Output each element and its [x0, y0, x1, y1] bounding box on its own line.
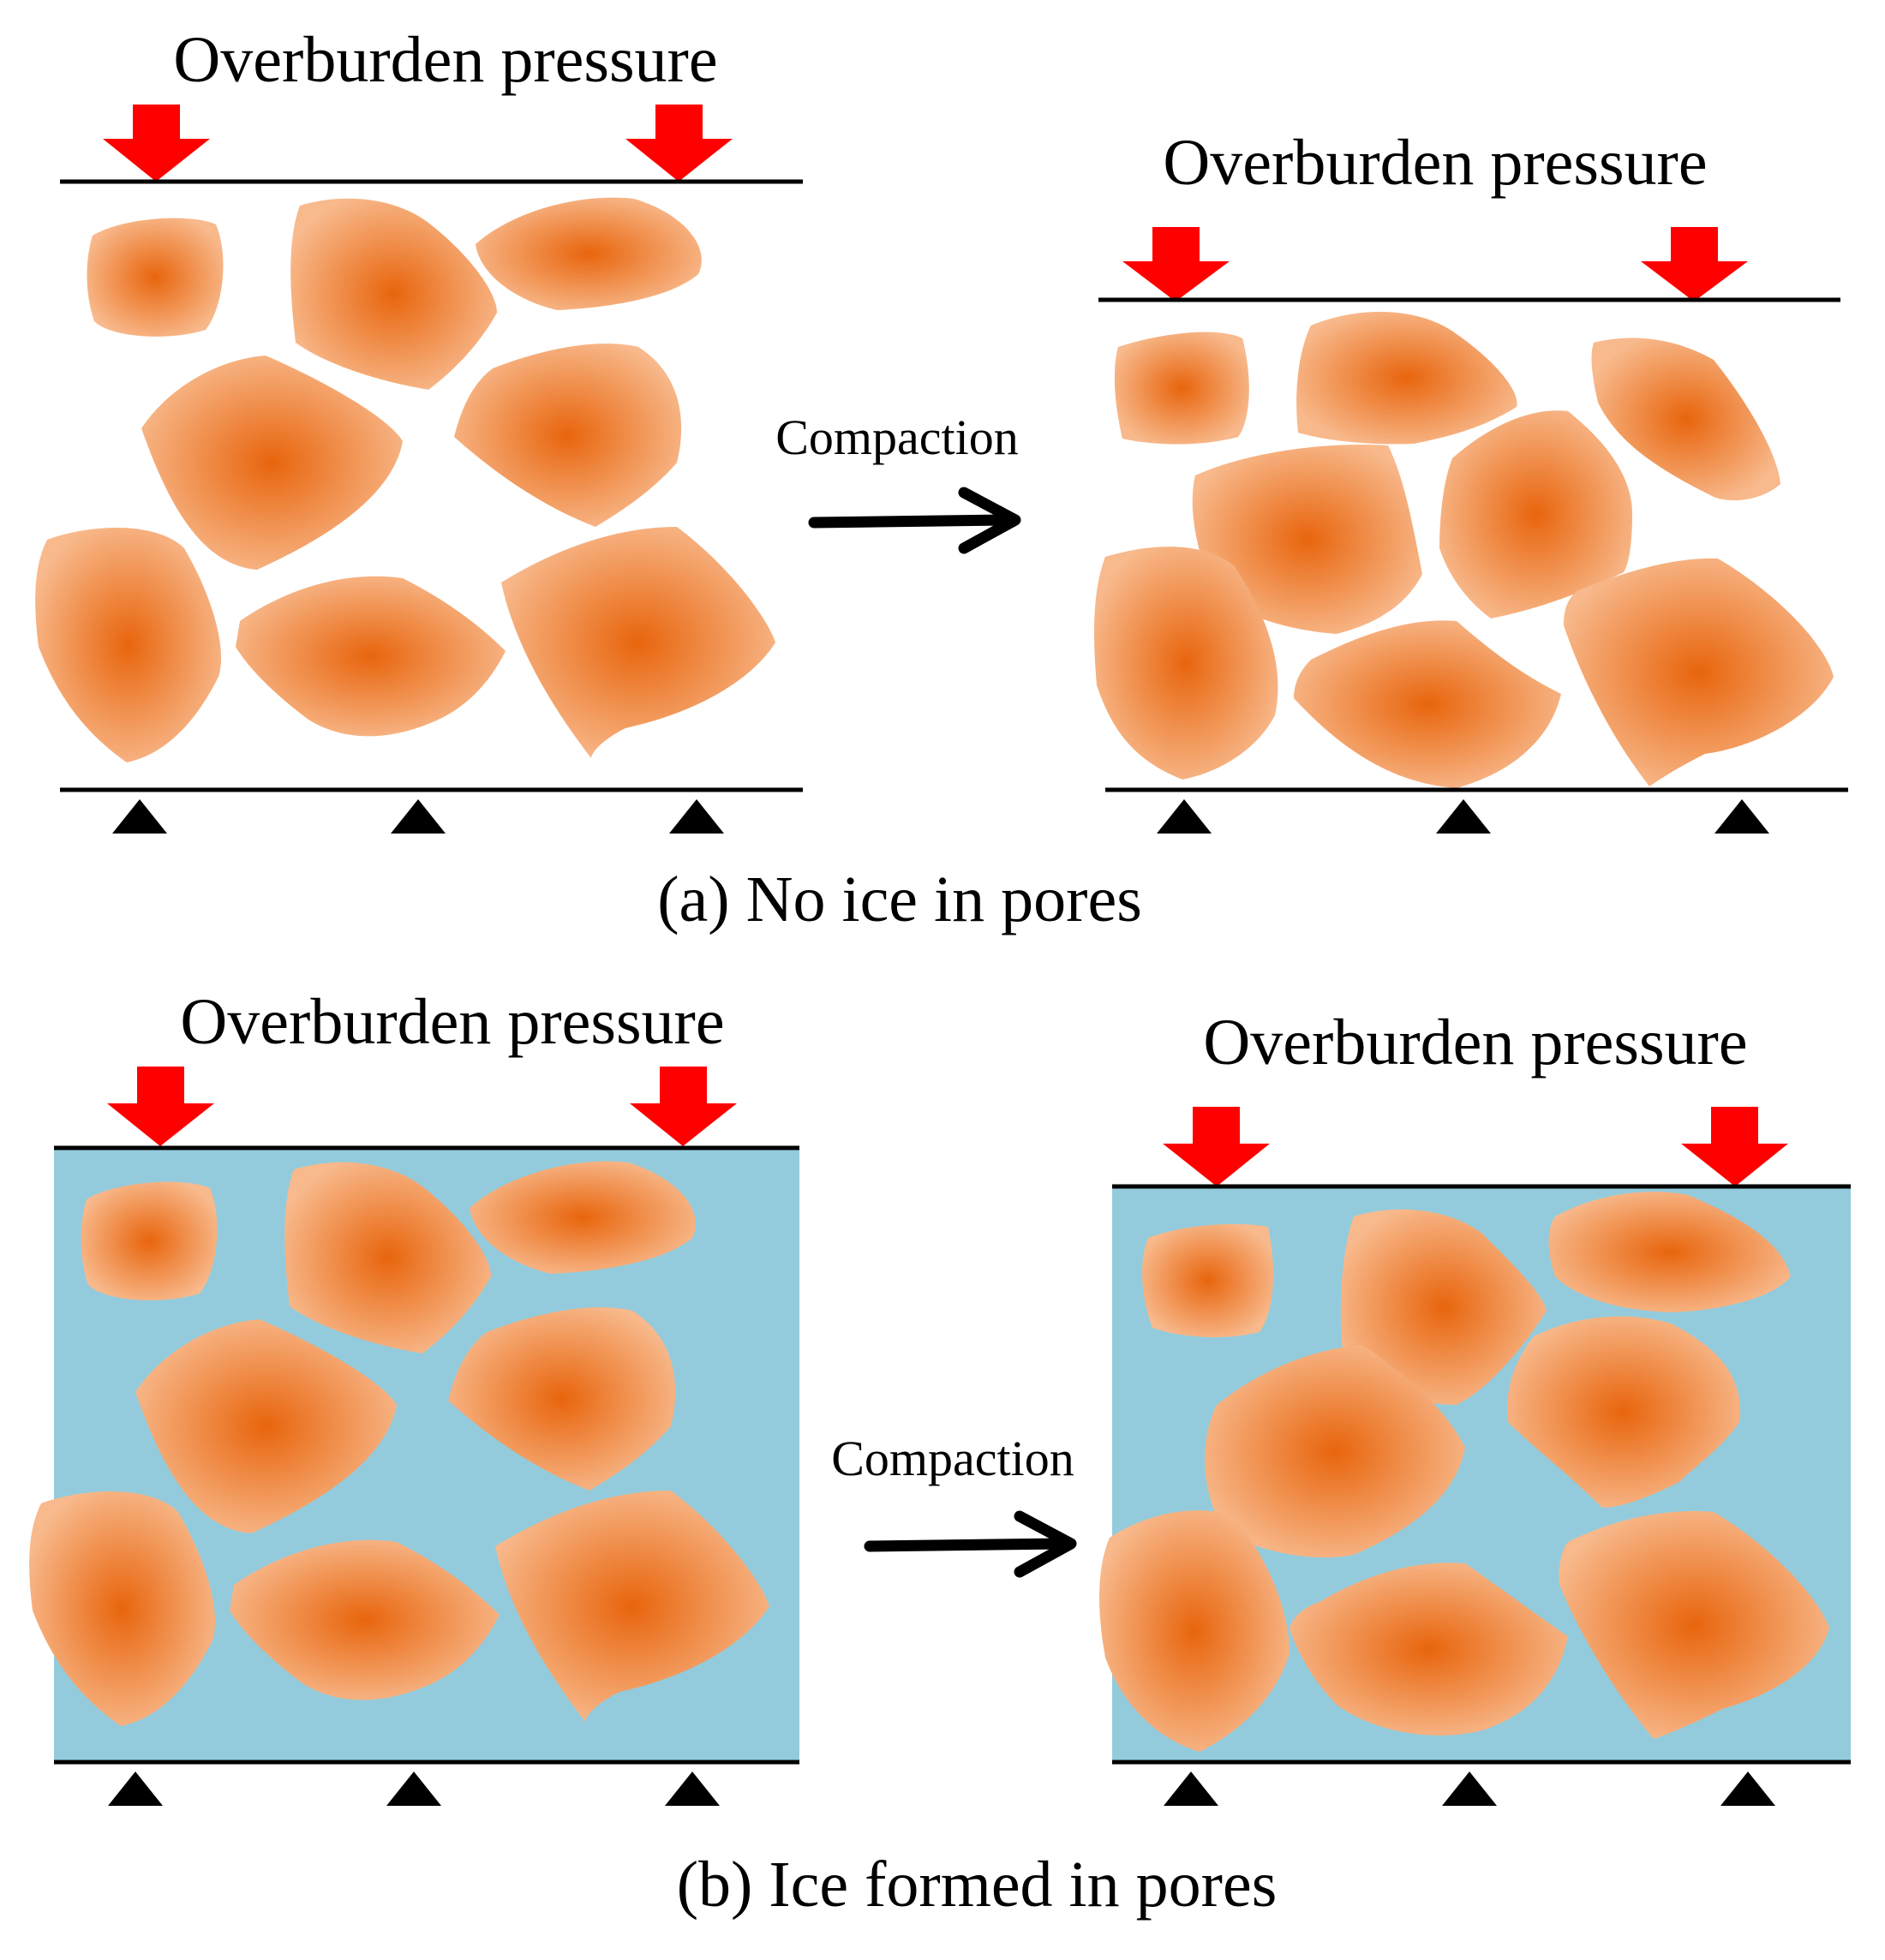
- panel-b: Overburden pressure Compaction: [29, 986, 1851, 1921]
- compaction-label: Compaction: [775, 409, 1019, 465]
- soil-particle: [476, 197, 702, 310]
- soil-particle: [495, 1491, 769, 1722]
- compaction-arrow: [864, 1538, 1068, 1552]
- compaction-step-a: Compaction: [775, 409, 1021, 554]
- soil-particle: [448, 1307, 676, 1491]
- soil-particle: [1507, 1316, 1740, 1508]
- pressure-arrow: [625, 105, 733, 182]
- support-triangle: [1714, 799, 1769, 834]
- support-triangle: [391, 799, 446, 834]
- compaction-label: Compaction: [831, 1431, 1074, 1486]
- support-triangle: [1442, 1772, 1497, 1806]
- soil-particle: [1340, 1209, 1547, 1405]
- soil-particle: [35, 528, 222, 762]
- soil-particle: [1296, 311, 1517, 445]
- support-triangle: [112, 799, 167, 834]
- soil-particle: [1192, 445, 1422, 634]
- pressure-label: Overburden pressure: [173, 24, 717, 96]
- panel-b-after: Overburden pressure: [1099, 1007, 1851, 1806]
- compaction-step-b: Compaction: [831, 1431, 1077, 1578]
- support-triangle: [1436, 799, 1491, 834]
- pressure-arrow: [1641, 227, 1748, 302]
- support-triangle: [386, 1772, 441, 1806]
- soil-particle: [1142, 1223, 1273, 1338]
- support-triangle: [1157, 799, 1212, 834]
- soil-particle: [1094, 547, 1278, 780]
- soil-particle: [81, 1181, 218, 1300]
- soil-particle: [236, 576, 506, 737]
- support-triangle: [1720, 1772, 1775, 1806]
- soil-particle: [87, 218, 224, 337]
- support-triangle: [665, 1772, 720, 1806]
- pressure-label: Overburden pressure: [1163, 127, 1707, 199]
- pressure-arrow: [107, 1067, 214, 1146]
- soil-particle: [1559, 1511, 1829, 1739]
- soil-particle: [1548, 1192, 1791, 1312]
- panel-a: Overburden pressure Compaction Over: [35, 24, 1848, 935]
- soil-particle: [1564, 558, 1834, 786]
- soil-particle: [1439, 410, 1632, 618]
- soil-particle: [230, 1539, 500, 1700]
- soil-particle: [470, 1161, 696, 1274]
- caption-b: (b) Ice formed in pores: [677, 1849, 1278, 1921]
- pressure-arrow: [1163, 1107, 1270, 1186]
- compaction-arrowhead: [958, 487, 1021, 554]
- panel-b-before: Overburden pressure: [29, 986, 799, 1806]
- compaction-arrowhead: [1014, 1510, 1077, 1578]
- pressure-arrow: [1681, 1107, 1788, 1186]
- soil-particle: [1591, 338, 1780, 501]
- soil-particle: [135, 1319, 397, 1533]
- pressure-arrow: [1122, 227, 1230, 302]
- soil-particle: [284, 1162, 491, 1353]
- soil-particle: [141, 356, 403, 570]
- pressure-label: Overburden pressure: [1203, 1007, 1747, 1079]
- soil-particle: [1114, 332, 1249, 445]
- pressure-label: Overburden pressure: [180, 986, 724, 1058]
- pressure-arrow: [103, 105, 210, 182]
- soil-particle: [29, 1491, 216, 1726]
- soil-particle: [1294, 620, 1561, 788]
- soil-particle: [501, 527, 775, 758]
- panel-a-before: Overburden pressure: [35, 24, 803, 834]
- caption-a: (a) No ice in pores: [657, 863, 1142, 935]
- support-triangle: [669, 799, 724, 834]
- pressure-arrow: [630, 1067, 737, 1146]
- compaction-arrow: [808, 514, 1013, 529]
- support-triangle: [108, 1772, 163, 1806]
- panel-a-after: Overburden pressure: [1094, 127, 1848, 834]
- soil-particle: [290, 198, 497, 390]
- soil-particle: [1099, 1510, 1290, 1752]
- soil-particle: [1290, 1563, 1568, 1736]
- soil-particle: [1205, 1345, 1465, 1558]
- soil-particle: [454, 344, 682, 527]
- support-triangle: [1164, 1772, 1218, 1806]
